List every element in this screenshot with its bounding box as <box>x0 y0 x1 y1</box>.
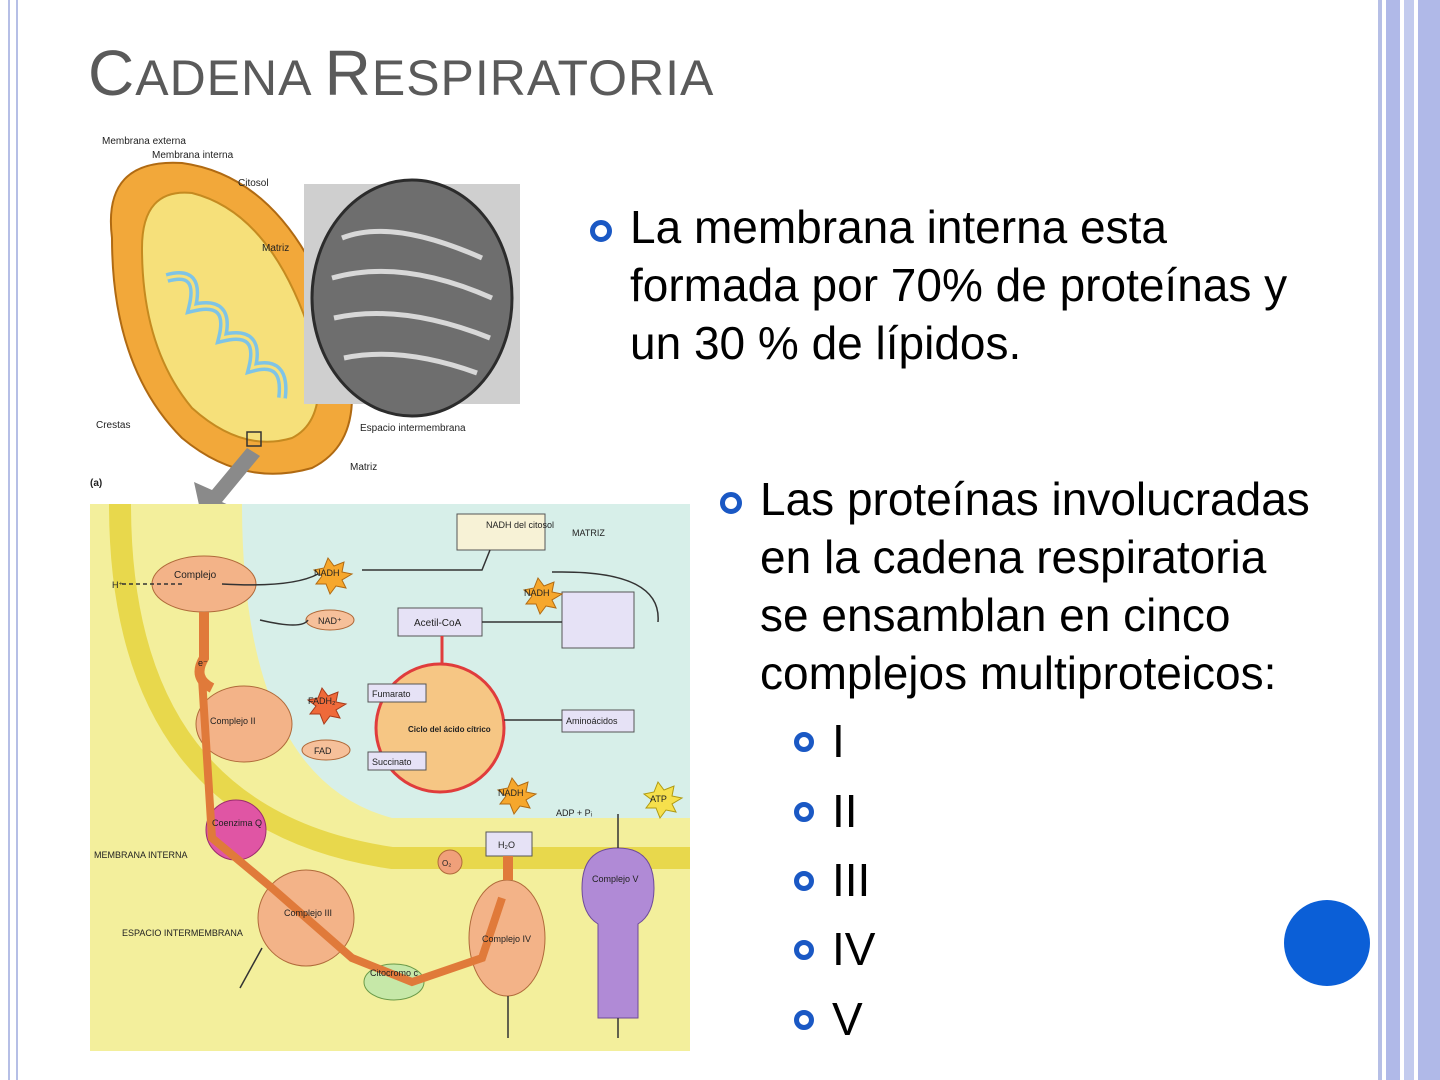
label-ciclo: Ciclo del ácido cítrico <box>408 725 491 734</box>
label-complejo-ii: Complejo II <box>210 716 256 726</box>
label-membrana-interna-chain: MEMBRANA INTERNA <box>94 850 188 860</box>
sub-bullet-i: I <box>794 712 845 770</box>
sub-bullet-v: V <box>794 990 863 1048</box>
electron-transport-chain-diagram <box>90 503 690 1051</box>
bullet-ring-icon <box>794 871 814 891</box>
label-complejo-v: Complejo V <box>592 874 639 884</box>
mitochondria-figure: Membrana externa Membrana interna Citoso… <box>90 136 690 1051</box>
slide-frame-left <box>0 0 18 1080</box>
label-nadh-3: NADH <box>498 788 524 798</box>
label-complejo-iii: Complejo III <box>284 908 332 918</box>
bullet-2: Las proteínas involucradas en la cadena … <box>720 470 1360 702</box>
label-succinato: Succinato <box>372 757 412 767</box>
bullet-1-line-3: un 30 % de lípidos. <box>630 317 1022 369</box>
bullet-ring-icon <box>720 492 742 514</box>
label-h-plus: H⁺ <box>112 580 123 590</box>
label-espacio-intermembrana: ESPACIO INTERMEMBRANA <box>122 928 243 938</box>
label-electron: e⁻ <box>198 658 208 668</box>
bullet-ring-icon <box>794 732 814 752</box>
bullet-ring-icon <box>794 940 814 960</box>
label-matriz-2: Matriz <box>350 462 377 473</box>
label-membrana-interna: Membrana interna <box>152 150 234 161</box>
mitochondrion-illustration <box>109 161 353 475</box>
label-o2: O₂ <box>442 859 451 868</box>
label-citosol: Citosol <box>238 178 269 189</box>
slide-title: CADENA RESPIRATORIA <box>88 37 715 109</box>
label-h2o: H₂O <box>498 840 515 850</box>
sub-bullet-ii: II <box>794 782 858 840</box>
label-membrana-externa: Membrana externa <box>102 136 186 147</box>
slide-frame-right <box>1378 0 1440 1080</box>
bullet-2-line-3: se ensamblan en cinco <box>760 589 1231 641</box>
label-matriz: Matriz <box>262 243 289 254</box>
label-matriz-chain: MATRIZ <box>572 528 605 538</box>
label-complejo-i: Complejo <box>174 570 217 581</box>
sub-bullet-iii: III <box>794 851 870 909</box>
label-coenzima-q: Coenzima Q <box>212 818 262 828</box>
bullet-ring-icon <box>794 802 814 822</box>
label-nad: NAD⁺ <box>318 616 342 626</box>
bullet-1: La membrana interna esta formada por 70%… <box>590 198 1370 372</box>
label-fumarato: Fumarato <box>372 689 411 699</box>
label-aminoacidos: Aminoácidos <box>566 716 618 726</box>
bullet-ring-icon <box>590 220 612 242</box>
label-atp: ATP <box>650 794 667 804</box>
bullet-2-line-4: complejos multiproteicos: <box>760 647 1277 699</box>
bullet-1-line-1: La membrana interna esta <box>630 201 1167 253</box>
label-crestas: Crestas <box>96 420 130 431</box>
electron-micrograph <box>304 178 520 418</box>
bullet-2-line-2: en la cadena respiratoria <box>760 531 1267 583</box>
label-fadh2: FADH₂ <box>308 696 336 706</box>
label-nadh-1: NADH <box>314 568 340 578</box>
label-fad: FAD <box>314 746 332 756</box>
label-espacio: Espacio intermembrana <box>360 423 466 434</box>
label-acetil-coa: Acetil-CoA <box>414 618 462 629</box>
sub-bullet-iv: IV <box>794 920 875 978</box>
bullet-1-line-2: formada por 70% de proteínas y <box>630 259 1288 311</box>
bullet-2-line-1: Las proteínas involucradas <box>760 473 1310 525</box>
label-citocromo-c: Citocromo c <box>370 968 419 978</box>
label-nadh-2: NADH <box>524 588 550 598</box>
bullet-ring-icon <box>794 1010 814 1030</box>
label-adp: ADP + Pᵢ <box>556 808 592 818</box>
label-panel: (a) <box>90 478 102 489</box>
decorative-circle <box>1284 900 1370 986</box>
label-complejo-iv: Complejo IV <box>482 934 531 944</box>
label-nadh-citosol: NADH del citosol <box>486 520 554 530</box>
